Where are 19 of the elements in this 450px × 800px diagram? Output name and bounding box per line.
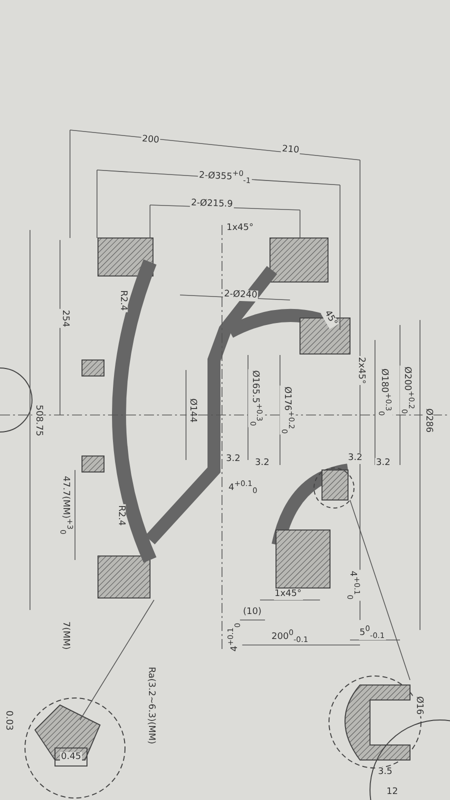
roughness-note: Ra(3.2~6.3)(MM) — [144, 665, 156, 745]
dimension-text: Ø286 — [422, 406, 434, 434]
roughness-value: 3.2 — [375, 458, 392, 468]
roughness-value: 3.2 — [347, 452, 364, 464]
dimension-text: 0.45 — [60, 752, 82, 762]
dimension-text: 1x45° — [274, 588, 303, 600]
roughness-value: 3.2 — [225, 454, 242, 464]
dimension-text: 7(MM) — [60, 620, 71, 650]
dimension-text: 254 — [58, 308, 70, 328]
dimension-text: 508.75 — [32, 403, 44, 437]
dimension-text: 3.5 — [377, 766, 394, 778]
roughness-value: 3.2 — [254, 458, 270, 468]
dimension-text: 2-Ø240 — [222, 288, 258, 302]
dimension-text: 210 — [280, 144, 300, 156]
dimension-text: 1x45° — [226, 222, 255, 234]
dimension-text: 2-Ø215.9 — [190, 198, 234, 210]
dimension-text: Ø144 — [186, 396, 198, 424]
dimension-text: (10) — [242, 606, 262, 618]
dimension-text: Ø16 — [412, 694, 424, 716]
